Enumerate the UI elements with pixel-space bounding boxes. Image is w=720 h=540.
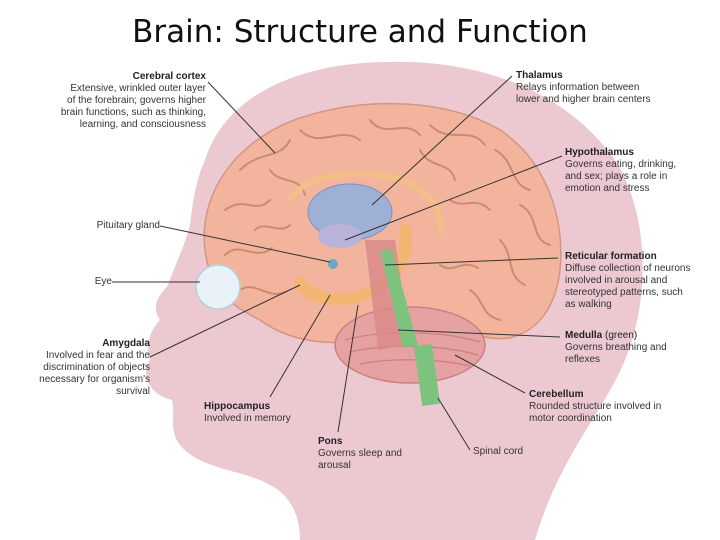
hypothalamus-name: Hypothalamus: [565, 147, 634, 158]
label-hippocampus: Hippocampus Involved in memory: [204, 401, 344, 425]
hippocampus-name: Hippocampus: [204, 401, 271, 412]
pituitary-shape: [328, 259, 338, 269]
label-thalamus: Thalamus Relays information between lowe…: [516, 70, 706, 106]
medulla-shape: [380, 250, 418, 348]
label-amygdala: Amygdala Involved in fear and the discri…: [20, 338, 150, 398]
cortex-gyri: [224, 119, 551, 321]
label-cerebellum: Cerebellum Rounded structure involved in…: [529, 389, 709, 425]
cerebral-cortex-name: Cerebral cortex: [132, 71, 206, 82]
fornix-arc: [287, 170, 444, 236]
pons-name: Pons: [318, 436, 343, 447]
label-reticular-formation: Reticular formation Diffuse collection o…: [565, 251, 715, 311]
page-title: Brain: Structure and Function: [132, 14, 588, 50]
eye-shape: [195, 264, 241, 310]
limbic-arc: [294, 224, 412, 306]
medulla-name: Medulla: [565, 330, 603, 341]
label-eye: Eye: [94, 276, 112, 287]
label-spinal-cord: Spinal cord: [473, 446, 524, 457]
label-pituitary-gland: Pituitary gland: [96, 220, 160, 231]
cerebellum-name: Cerebellum: [529, 389, 584, 400]
spinal-cord-shape: [413, 344, 441, 406]
reticular-formation-name: Reticular formation: [565, 251, 657, 262]
label-cerebral-cortex: Cerebral cortex Extensive, wrinkled oute…: [40, 71, 206, 131]
medulla-note: (green): [605, 330, 638, 341]
leader-lines: [112, 75, 563, 451]
label-medulla: Medulla (green) Governs breathing and re…: [565, 330, 667, 365]
label-pons: Pons Governs sleep and arousal: [318, 436, 438, 472]
hypothalamus-shape: [318, 224, 362, 248]
label-hypothalamus: Hypothalamus Governs eating, drinking, a…: [565, 147, 715, 195]
thalamus-name: Thalamus: [516, 70, 563, 81]
amygdala-name: Amygdala: [102, 338, 150, 349]
